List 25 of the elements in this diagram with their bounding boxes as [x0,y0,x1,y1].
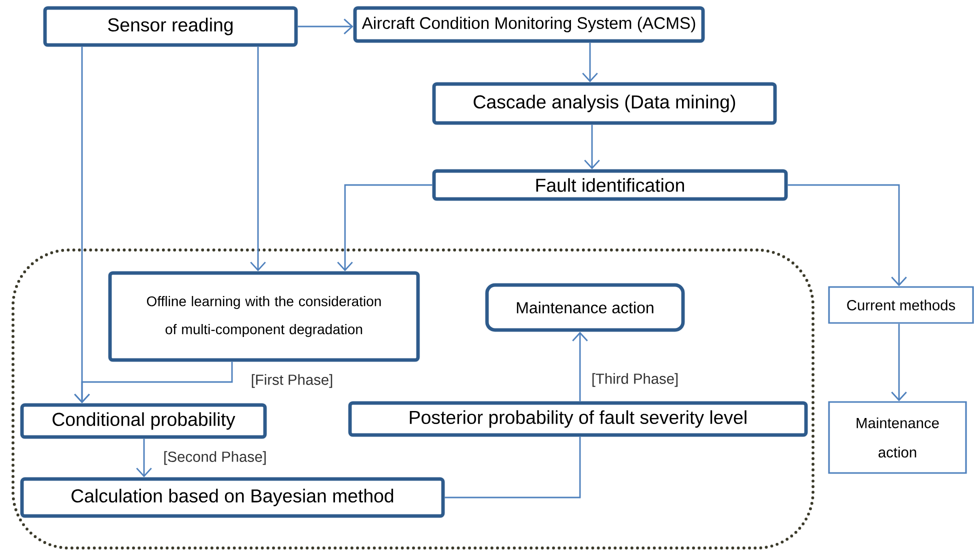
arrow [136,438,152,478]
edge-label: [Third Phase] [590,372,680,388]
process-box: Aircraft Condition Monitoring System (ACMS) [353,6,705,43]
arrow [74,362,233,404]
arrow [891,324,907,402]
process-box: Offline learning with the consideration of multi-component degradation [108,271,420,362]
arrow [572,332,588,402]
process-box: Calculation based on Bayesian method [20,477,445,518]
process-box: Conditional probability [20,403,267,439]
arrow [250,46,266,272]
arrow [337,184,432,272]
process-box: Maintenance action [828,401,967,474]
arrow [298,18,354,34]
dotted-group-frame [12,248,814,550]
arrow [788,184,907,286]
arrow [584,124,600,170]
edge-label: [First Phase] [250,372,334,390]
arrow [582,42,598,82]
process-box: Current methods [828,286,974,324]
process-box: Fault identification [432,169,788,201]
process-box: Maintenance action [485,283,685,332]
edge-label: [Second Phase] [162,450,268,466]
process-box: Cascade analysis (Data mining) [432,82,777,125]
process-box: Posterior probability of fault severity level [348,401,808,437]
process-box: Sensor reading [43,6,298,47]
